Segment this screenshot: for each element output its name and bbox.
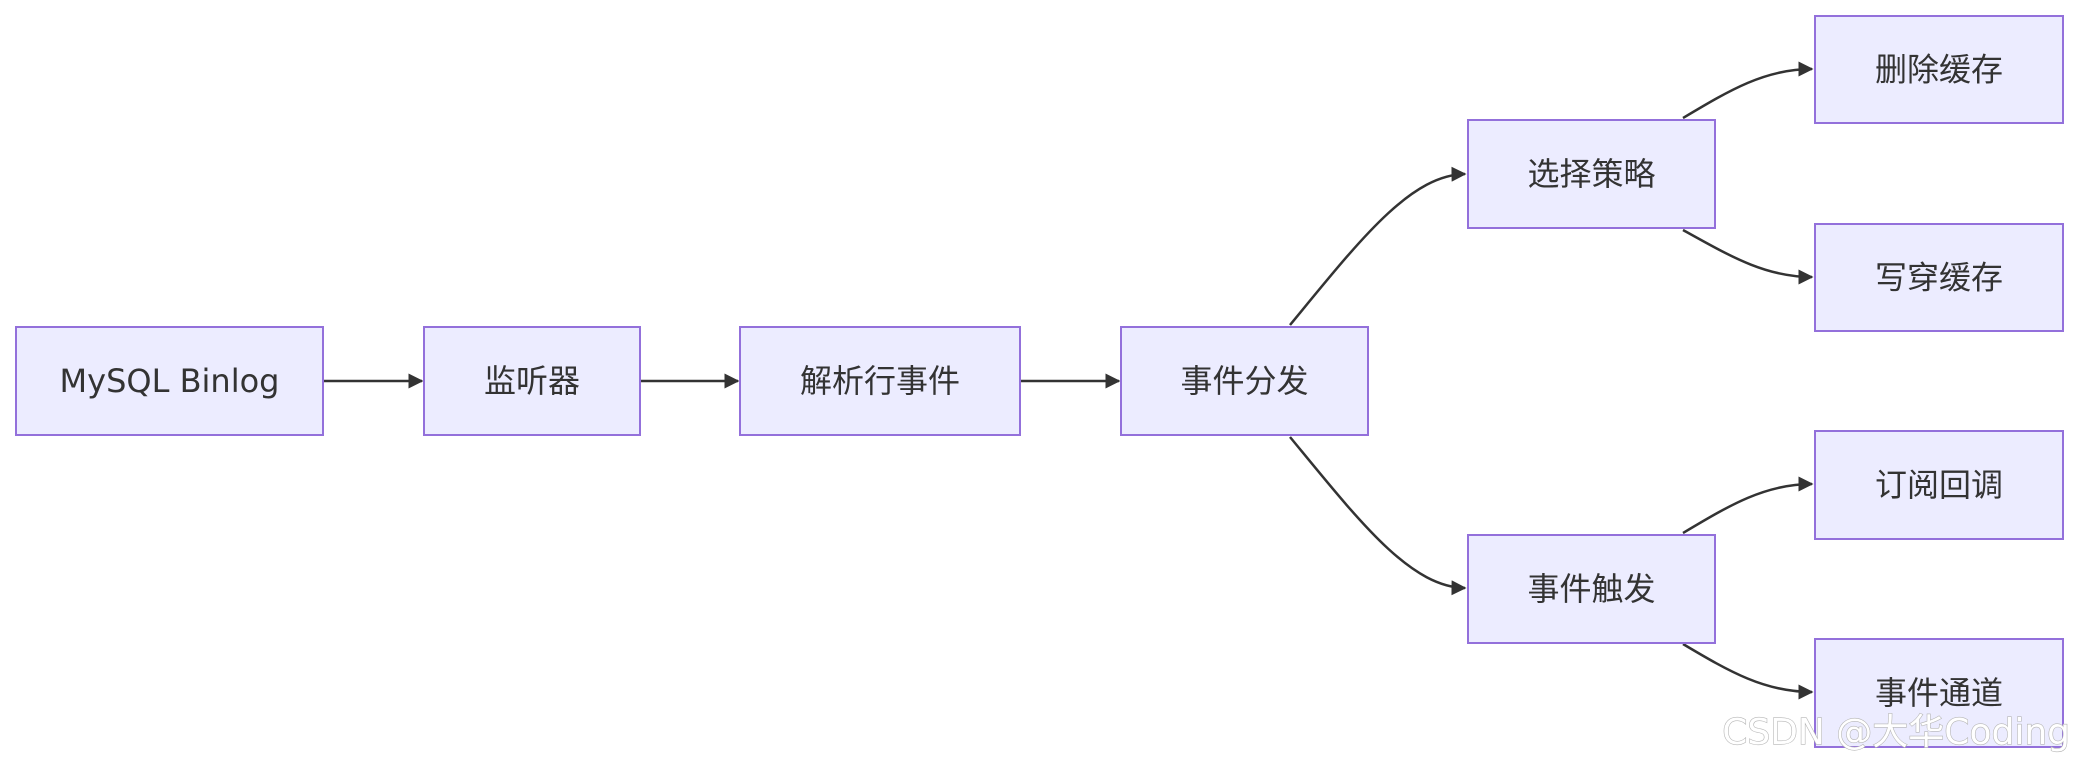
- edge-trigger-to-channel: [1682, 642, 1814, 700]
- node-event-dispatch: 事件分发: [1120, 326, 1369, 436]
- watermark-text: CSDN @大华Coding: [1722, 712, 2070, 753]
- node-label: 订阅回调: [1875, 466, 2003, 504]
- node-label: 事件触发: [1527, 570, 1655, 608]
- node-event-trigger: 事件触发: [1467, 534, 1716, 644]
- edges: [323, 61, 1814, 700]
- node-event-channel: 事件通道: [1814, 638, 2064, 748]
- node-label: 写穿缓存: [1875, 259, 2003, 297]
- node-mysql-binlog: MySQL Binlog: [15, 326, 324, 436]
- node-delete-cache: 删除缓存: [1814, 15, 2064, 124]
- node-label: 解析行事件: [800, 362, 960, 400]
- node-label: 事件通道: [1875, 674, 2003, 712]
- edge-dispatch-to-trigger: [1289, 436, 1467, 596]
- edge-strategy-to-delete: [1682, 61, 1814, 120]
- edge-trigger-to-subscribe: [1682, 476, 1814, 535]
- node-subscribe-callback: 订阅回调: [1814, 430, 2064, 540]
- node-label: 监听器: [484, 362, 580, 400]
- node-label: 事件分发: [1180, 362, 1308, 400]
- edge-dispatch-to-strategy: [1289, 166, 1467, 326]
- node-listener: 监听器: [423, 326, 641, 436]
- node-write-through-cache: 写穿缓存: [1814, 223, 2064, 332]
- node-label: MySQL Binlog: [60, 362, 280, 400]
- node-select-strategy: 选择策略: [1467, 119, 1716, 229]
- node-label: 选择策略: [1527, 155, 1655, 193]
- node-label: 删除缓存: [1875, 51, 2003, 89]
- node-parse-row-event: 解析行事件: [739, 326, 1021, 436]
- edge-strategy-to-writethrough: [1682, 228, 1814, 285]
